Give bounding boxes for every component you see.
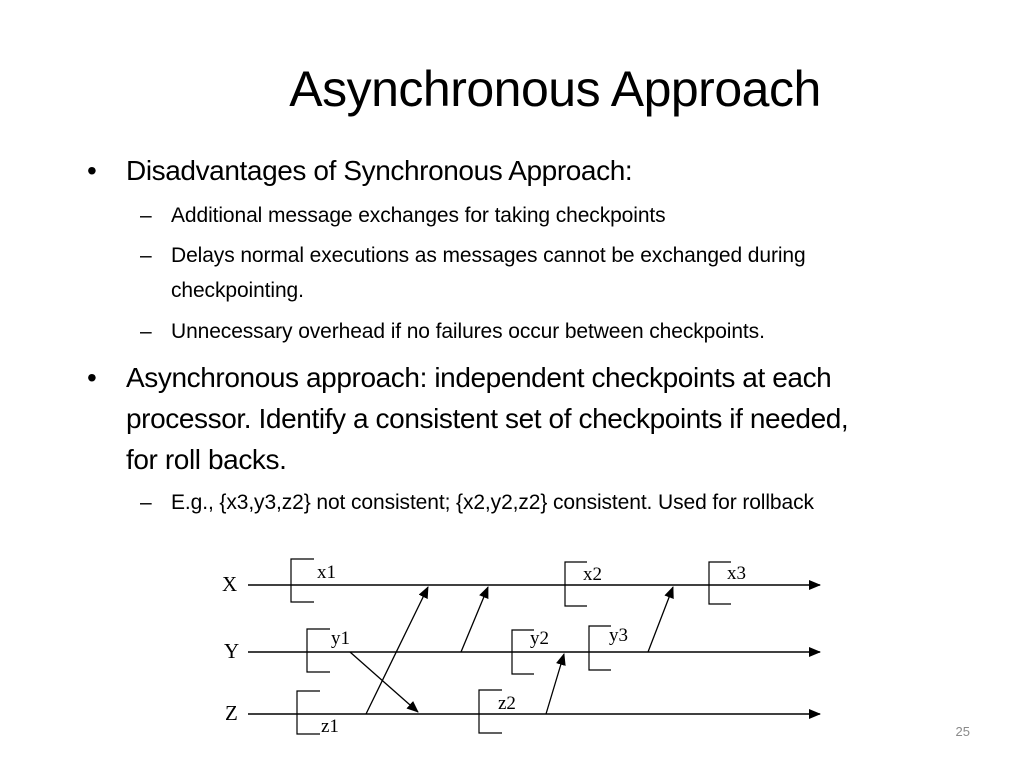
checkpoint-label-y1: y1 <box>331 628 350 649</box>
checkpoint-bracket-y3 <box>588 625 611 671</box>
sub-bullet-text: E.g., {x3,y3,z2} not consistent; {x2,y2,… <box>171 491 814 514</box>
checkpoint-label-x3: x3 <box>727 563 746 584</box>
page-number: 25 <box>955 724 970 739</box>
checkpoint-label-y2: y2 <box>530 628 549 649</box>
checkpoint-label-x1: x1 <box>317 562 336 583</box>
checkpoint-label-y3: y3 <box>609 625 628 646</box>
checkpoint-label-z2: z2 <box>498 693 516 714</box>
bullet-marker: • <box>87 155 97 186</box>
bullet-text-line: Asynchronous approach: independent check… <box>126 362 832 393</box>
message-arrow-y-to-z <box>349 651 419 713</box>
checkpoint-bracket-x1 <box>290 558 314 603</box>
process-label-y: Y <box>224 639 239 663</box>
checkpoint-label-z1: z1 <box>321 716 339 737</box>
checkpoint-bracket-z2 <box>478 689 502 734</box>
checkpoint-bracket-x2 <box>564 561 587 607</box>
sub-bullet-text-line: Delays normal executions as messages can… <box>171 244 806 267</box>
checkpoint-bracket-z1 <box>296 690 320 735</box>
sub-bullet-text: Additional message exchanges for taking … <box>171 204 666 227</box>
message-arrow-y-to-x <box>647 586 674 653</box>
message-arrow-z-to-y <box>545 653 566 715</box>
sub-bullet-text: Unnecessary overhead if no failures occu… <box>171 320 765 343</box>
sub-bullet-marker: – <box>140 204 152 227</box>
message-arrow-y-to-x <box>460 586 489 653</box>
process-label-x: X <box>222 572 237 596</box>
sub-bullet-text-line: checkpointing. <box>171 279 304 302</box>
checkpoint-bracket-y1 <box>306 628 330 673</box>
message-arrow-z-to-x <box>365 586 429 715</box>
sub-bullet-marker: – <box>140 491 152 514</box>
sub-bullet-marker: – <box>140 320 152 343</box>
bullet-text-line: processor. Identify a consistent set of … <box>126 403 849 434</box>
process-label-z: Z <box>225 701 238 725</box>
bullet-text: Disadvantages of Synchronous Approach: <box>126 155 633 186</box>
checkpoint-bracket-x3 <box>708 561 731 605</box>
bullet-marker: • <box>87 362 97 393</box>
checkpoint-bracket-y2 <box>511 629 534 675</box>
slide-title: Asynchronous Approach <box>289 61 821 117</box>
bullet-text-line: for roll backs. <box>126 444 287 475</box>
checkpoint-label-x2: x2 <box>583 564 602 585</box>
sub-bullet-marker: – <box>140 244 152 267</box>
